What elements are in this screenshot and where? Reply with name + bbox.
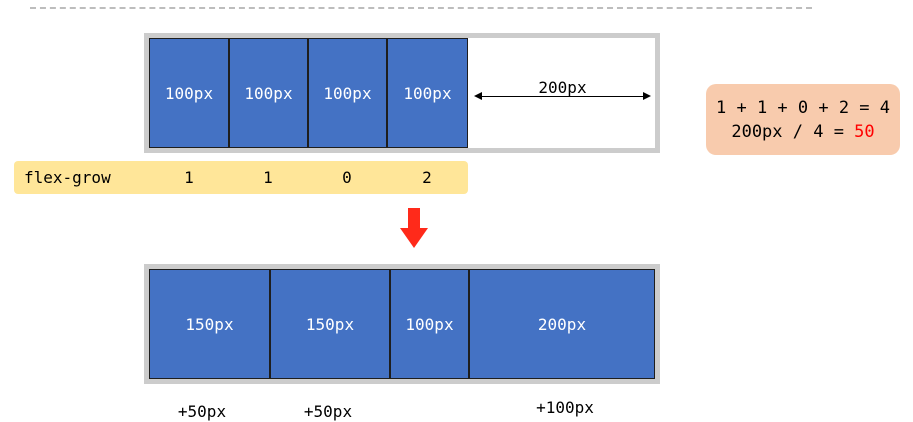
increment-label-4: +100px (536, 398, 594, 417)
flex-item-after-4: 200px (469, 269, 655, 379)
flex-grow-label: flex-grow (24, 168, 111, 187)
flex-item-before-2: 100px (229, 38, 308, 148)
calculation-division-text: 200px / 4 = (731, 121, 855, 142)
flex-grow-bar (14, 161, 468, 194)
calculation-division: 200px / 4 = 50 (731, 120, 874, 144)
calculation-sum: 1 + 1 + 0 + 2 = 4 (716, 97, 890, 118)
free-space: 200px (470, 38, 655, 148)
flex-item-before-1: 100px (149, 38, 229, 148)
arrow-right-icon (643, 92, 651, 100)
flex-grow-value-1: 1 (184, 168, 194, 187)
calculation-box: 1 + 1 + 0 + 2 = 4 200px / 4 = 50 (706, 84, 900, 155)
down-arrow-icon (400, 208, 428, 248)
increment-label-1: +50px (177, 402, 227, 421)
flex-grow-value-2: 1 (263, 168, 273, 187)
free-space-label: 200px (538, 78, 587, 97)
double-arrow-line (480, 96, 645, 97)
flex-item-after-2: 150px (270, 269, 390, 379)
flex-item-before-3: 100px (308, 38, 387, 148)
calculation-result: 50 (854, 121, 875, 142)
arrow-left-icon (474, 92, 482, 100)
flex-item-after-1: 150px (149, 269, 270, 379)
divider-line (30, 7, 812, 9)
flex-item-before-4: 100px (387, 38, 468, 148)
increment-label-2: +50px (303, 402, 353, 421)
flex-grow-value-4: 2 (422, 168, 432, 187)
flex-grow-value-3: 0 (342, 168, 352, 187)
flex-item-after-3: 100px (390, 269, 469, 379)
